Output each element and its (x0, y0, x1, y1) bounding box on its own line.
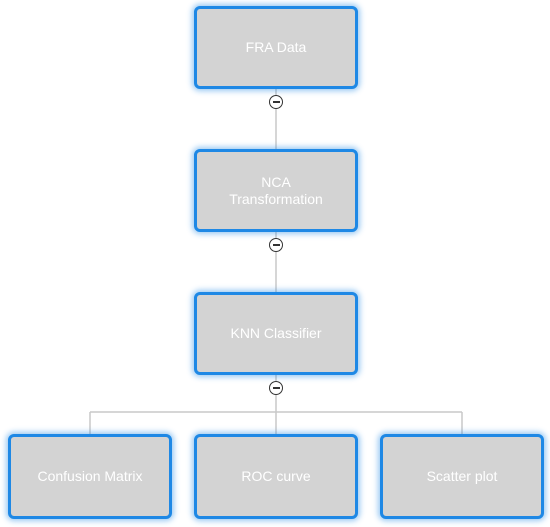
node-scatter-plot-label: Scatter plot (426, 468, 498, 484)
node-nca-transformation-label: NCA Transformation (229, 174, 323, 208)
node-fra-data[interactable]: FRA Data (194, 6, 358, 89)
node-scatter-plot[interactable]: Scatter plot (380, 434, 544, 519)
collapse-minus-icon[interactable] (269, 381, 283, 395)
node-knn-classifier-label: KNN Classifier (230, 325, 322, 341)
node-nca-transformation[interactable]: NCA Transformation (194, 149, 358, 232)
collapse-minus-icon[interactable] (269, 95, 283, 109)
node-knn-classifier[interactable]: KNN Classifier (194, 292, 358, 375)
node-confusion-matrix[interactable]: Confusion Matrix (8, 434, 172, 519)
collapse-minus-icon[interactable] (269, 238, 283, 252)
node-roc-curve-label: ROC curve (241, 468, 311, 484)
node-nca-line1: NCA (261, 173, 291, 190)
node-fra-data-label: FRA Data (245, 39, 307, 55)
node-confusion-matrix-label: Confusion Matrix (37, 468, 143, 484)
node-roc-curve[interactable]: ROC curve (194, 434, 358, 519)
node-nca-line2: Transformation (229, 190, 323, 207)
